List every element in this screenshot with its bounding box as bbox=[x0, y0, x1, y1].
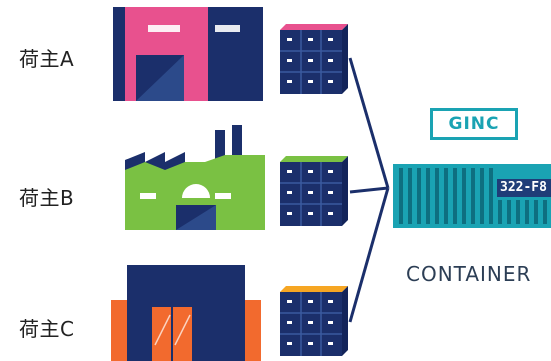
shipper-a-label: 荷主A bbox=[19, 47, 75, 71]
shipper-c-cargo-icon bbox=[280, 286, 348, 356]
shipper-b-factory-icon bbox=[125, 125, 265, 230]
shipper-b-cargo-icon bbox=[280, 156, 348, 226]
shipper-a-building-icon bbox=[113, 7, 263, 101]
container-brand-label: GINC bbox=[430, 108, 518, 140]
consolidation-lines bbox=[348, 57, 390, 323]
container-caption: CONTAINER bbox=[406, 262, 532, 286]
shipper-a-cargo-icon bbox=[280, 24, 348, 94]
container-code-label: 322-F8 bbox=[497, 179, 551, 197]
shipper-b-label: 荷主B bbox=[19, 186, 75, 210]
shipper-c-warehouse-icon bbox=[111, 265, 261, 361]
shipper-c-label: 荷主C bbox=[19, 317, 75, 341]
